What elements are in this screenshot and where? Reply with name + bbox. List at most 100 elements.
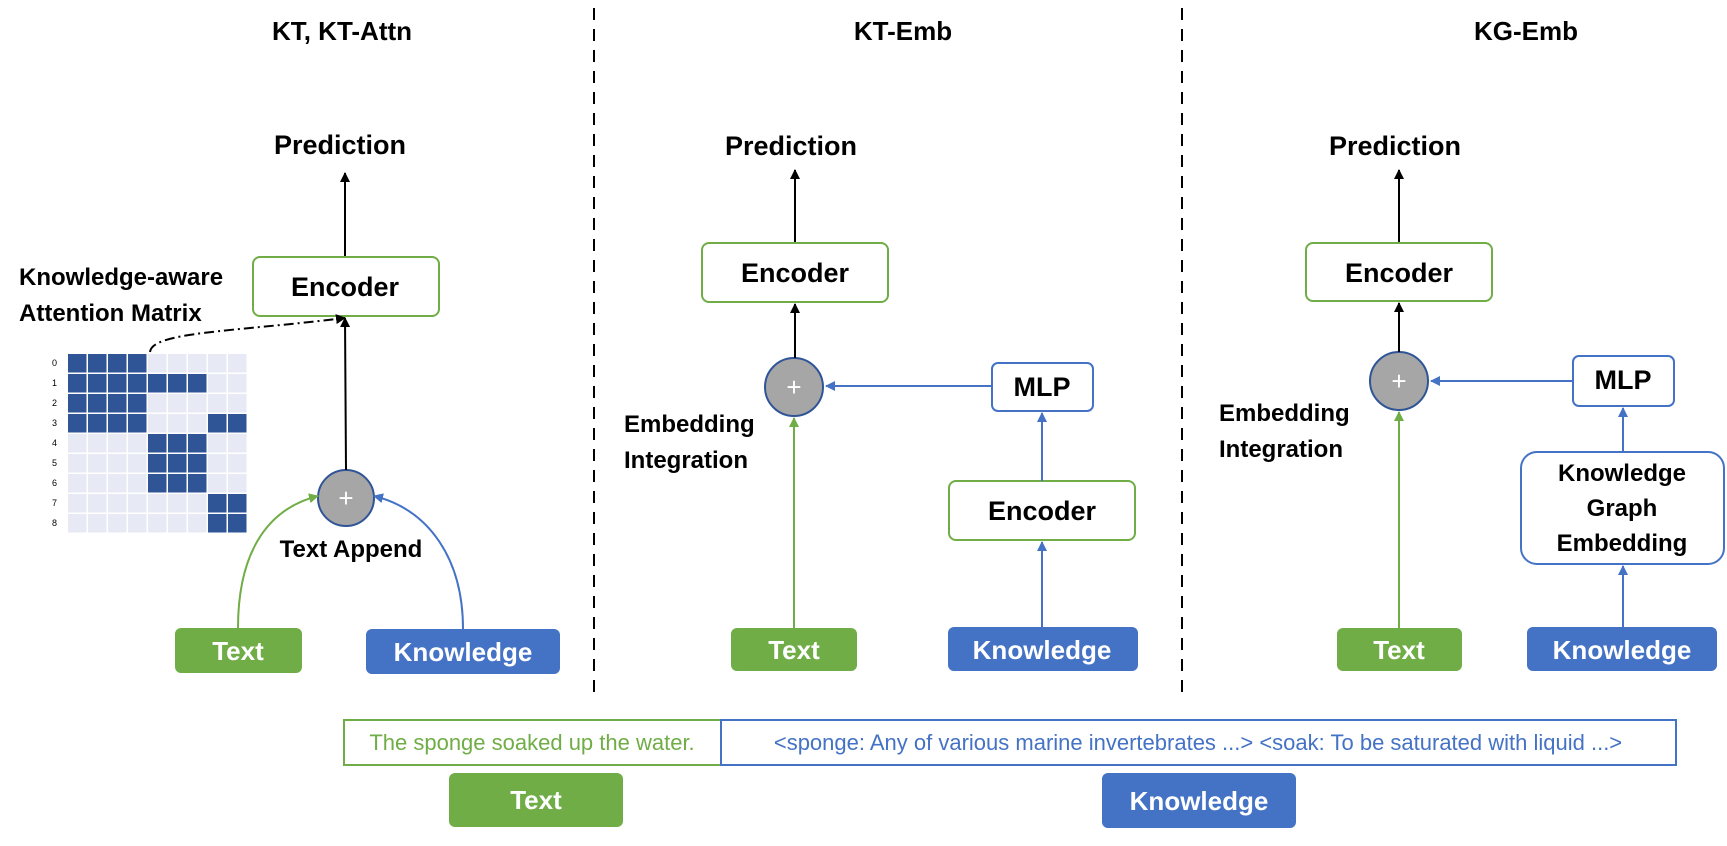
matrix-cell-on: [128, 414, 147, 433]
matrix-cell-off: [148, 494, 167, 513]
attention-label-line1: Knowledge-aware: [19, 264, 223, 291]
matrix-cell-off: [68, 434, 87, 453]
matrix-row-label: 5: [52, 458, 57, 468]
plus-icon-kgemb: +: [1391, 366, 1406, 396]
attention-label-line2: Attention Matrix: [19, 300, 202, 327]
matrix-cell-on: [188, 474, 207, 493]
attention-to-encoder-arrow: [149, 314, 346, 353]
matrix-cell-off: [188, 494, 207, 513]
matrix-cell-on: [188, 454, 207, 473]
matrix-cell-off: [228, 454, 247, 473]
knowledge-pill-label-kgemb: Knowledge: [1553, 635, 1692, 665]
panel-title-ktemb: KT-Emb: [854, 16, 952, 46]
sequence-text: The sponge soaked up the water.: [369, 730, 694, 755]
text-pill-ktemb: [731, 628, 857, 671]
integration-label-line2-ktemb: Integration: [624, 447, 748, 474]
matrix-cell-on: [88, 374, 107, 393]
panel-kt: KT, KT-Attn Prediction Encoder Knowledge…: [19, 16, 560, 674]
matrix-cell-off: [108, 474, 127, 493]
encoder-label-ktemb: Encoder: [741, 258, 850, 288]
matrix-cell-off: [148, 354, 167, 373]
text-pill-kgemb: [1337, 628, 1462, 671]
matrix-cell-off: [108, 434, 127, 453]
integration-label-line1-ktemb: Embedding: [624, 411, 755, 438]
matrix-row-label: 8: [52, 518, 57, 528]
sequence-text-box: [343, 719, 722, 766]
matrix-cell-off: [168, 414, 187, 433]
matrix-cell-off: [208, 474, 227, 493]
integration-label-line1-kgemb: Embedding: [1219, 400, 1350, 427]
matrix-cell-on: [168, 374, 187, 393]
encoder-label-kgemb: Encoder: [1345, 258, 1454, 288]
matrix-cell-on: [168, 474, 187, 493]
matrix-cell-on: [108, 374, 127, 393]
sequence-knowledge-pill: [1102, 773, 1296, 828]
text-pill-kt: [175, 628, 302, 673]
matrix-cell-off: [68, 514, 87, 533]
matrix-cell-on: [168, 454, 187, 473]
prediction-label-kt: Prediction: [274, 130, 406, 160]
matrix-cell-on: [208, 494, 227, 513]
matrix-cell-on: [128, 354, 147, 373]
matrix-cell-off: [208, 434, 227, 453]
matrix-cell-off: [228, 374, 247, 393]
matrix-cell-on: [88, 354, 107, 373]
matrix-cell-off: [188, 354, 207, 373]
matrix-cell-on: [68, 414, 87, 433]
matrix-cell-on: [128, 374, 147, 393]
text-append-label: Text Append: [280, 536, 423, 563]
matrix-cell-off: [188, 394, 207, 413]
matrix-cell-on: [228, 514, 247, 533]
sequence-knowledge: <sponge: Any of various marine invertebr…: [774, 730, 1622, 755]
matrix-cell-off: [208, 454, 227, 473]
matrix-cell-off: [148, 514, 167, 533]
matrix-cell-off: [128, 514, 147, 533]
knowledge-pill-label-ktemb: Knowledge: [973, 635, 1112, 665]
matrix-row-label: 6: [52, 478, 57, 488]
matrix-cell-on: [148, 434, 167, 453]
matrix-row-label: 2: [52, 398, 57, 408]
encoder-box-kt: [252, 256, 440, 317]
panel-title-kgemb: KG-Emb: [1474, 16, 1578, 46]
matrix-cell-off: [88, 454, 107, 473]
knowledge-pill-label-kt: Knowledge: [394, 637, 533, 667]
knowledge-pill-kt: [366, 629, 560, 674]
panel-title-kt: KT, KT-Attn: [272, 16, 412, 46]
matrix-cell-on: [108, 394, 127, 413]
plus-icon-ktemb: +: [786, 372, 801, 402]
matrix-cell-on: [168, 434, 187, 453]
matrix-cell-on: [148, 474, 167, 493]
matrix-row-label: 1: [52, 378, 57, 388]
encoder-label-kt: Encoder: [291, 272, 400, 302]
matrix-row-label: 4: [52, 438, 57, 448]
sequence-knowledge-box: [720, 719, 1677, 766]
matrix-row-label: 7: [52, 498, 57, 508]
matrix-cell-off: [108, 494, 127, 513]
matrix-cell-off: [228, 434, 247, 453]
integration-label-line2-kgemb: Integration: [1219, 436, 1343, 463]
arrow-knowledge-to-plus-kt: [373, 493, 464, 630]
matrix-cell-on: [128, 394, 147, 413]
sequence-knowledge-pill-label: Knowledge: [1130, 786, 1269, 816]
matrix-cell-off: [168, 494, 187, 513]
arrow-text-to-plus-kt: [237, 493, 319, 629]
matrix-cell-off: [68, 474, 87, 493]
matrix-cell-off: [168, 514, 187, 533]
matrix-cell-off: [168, 394, 187, 413]
matrix-cell-on: [208, 514, 227, 533]
matrix-cell-off: [88, 434, 107, 453]
matrix-cell-off: [88, 474, 107, 493]
kge-label-line1: Knowledge: [1558, 460, 1686, 487]
sequence-text-pill: [449, 773, 623, 827]
text-pill-label-kgemb: Text: [1373, 635, 1425, 665]
matrix-cell-on: [148, 374, 167, 393]
matrix-cell-off: [208, 394, 227, 413]
text-pill-label-ktemb: Text: [768, 635, 820, 665]
text-pill-label-kt: Text: [212, 636, 264, 666]
mlp-label-ktemb: MLP: [1014, 372, 1071, 402]
matrix-cell-off: [128, 434, 147, 453]
matrix-cell-on: [68, 394, 87, 413]
matrix-cell-off: [128, 454, 147, 473]
matrix-cell-on: [188, 434, 207, 453]
